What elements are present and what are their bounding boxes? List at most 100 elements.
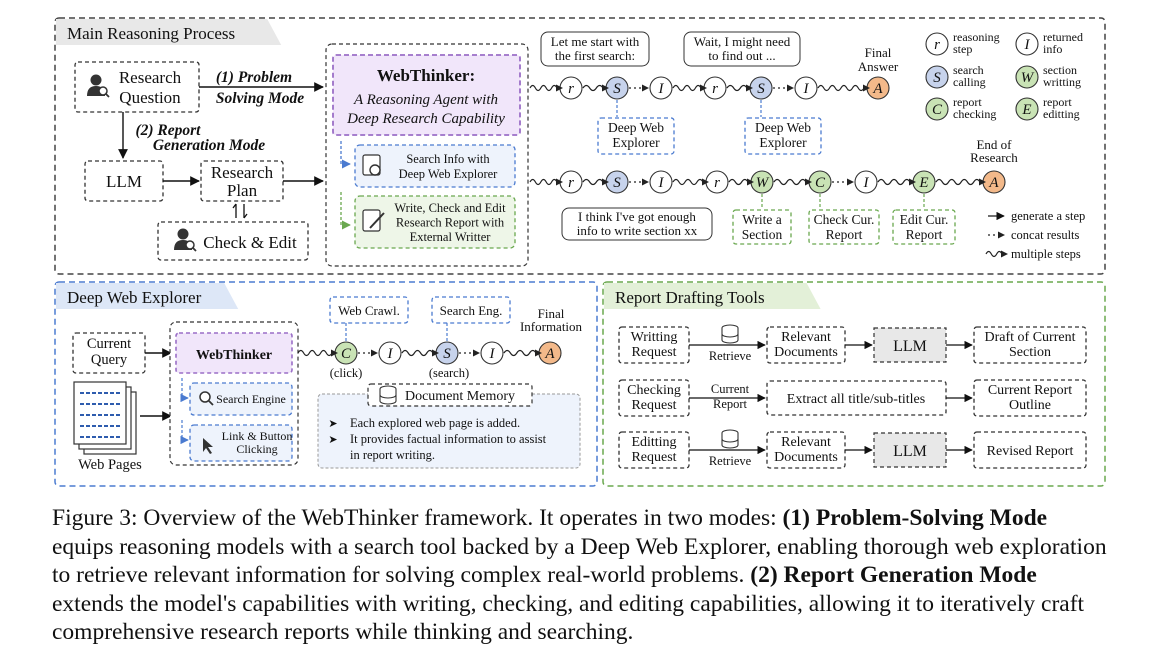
chain1-concat-head bbox=[787, 84, 794, 92]
branch-search-engine bbox=[180, 378, 189, 403]
final-answer-label: Answer bbox=[858, 59, 899, 74]
tool-branch-write bbox=[340, 192, 351, 230]
explorer-node-I bbox=[378, 341, 402, 365]
report-drafting-section-tab bbox=[604, 283, 821, 309]
research-question-box bbox=[74, 61, 200, 113]
node-symbol: S bbox=[613, 81, 621, 97]
node-symbol: S bbox=[443, 346, 451, 362]
check-edit-label: Check & Edit bbox=[203, 233, 297, 252]
bubble-enough-info-text: info to write section xx bbox=[577, 223, 698, 238]
chain1-steps bbox=[529, 84, 558, 92]
webthinker-subtitle: Deep Research Capability bbox=[346, 111, 505, 127]
output-label-1: Outline bbox=[1009, 398, 1051, 413]
web-pages-label: Web Pages bbox=[78, 457, 142, 473]
chain2-steps-head bbox=[909, 178, 916, 186]
docs-label-0: Relevant bbox=[781, 330, 831, 345]
research-question-label: Research bbox=[119, 68, 182, 87]
legend-label-S: calling bbox=[953, 75, 986, 89]
node-symbol: I bbox=[658, 81, 665, 97]
deep-web-explorer-section-tab bbox=[56, 283, 239, 309]
node-symbol: A bbox=[544, 346, 555, 362]
request-label-0: Request bbox=[631, 345, 676, 360]
retrieve-label-0: Retrieve bbox=[709, 349, 752, 363]
search-icon bbox=[199, 391, 211, 403]
search-label: (search) bbox=[429, 366, 469, 380]
node-symbol: r bbox=[714, 175, 720, 191]
end-of-research-label: End of bbox=[976, 137, 1012, 152]
research-question-label: Question bbox=[119, 88, 181, 107]
search-engine-box bbox=[189, 382, 293, 416]
write-pen-icon bbox=[369, 212, 385, 229]
explorer-steps-head bbox=[331, 349, 338, 357]
node-symbol: W bbox=[756, 175, 770, 191]
web-page-front bbox=[73, 381, 127, 445]
dwe-box-2 bbox=[744, 117, 822, 155]
research-plan-label: Plan bbox=[227, 181, 258, 200]
chain2-steps-head bbox=[602, 178, 609, 186]
llm-tool-box-0 bbox=[873, 327, 947, 363]
edit-report-label: Report bbox=[906, 227, 943, 242]
legend-label-C: checking bbox=[953, 107, 996, 121]
retrieve-db-icon-ring bbox=[721, 333, 739, 338]
chain2-steps bbox=[773, 178, 807, 186]
explorer-concat-head bbox=[371, 349, 378, 357]
tool-branch-search bbox=[340, 141, 351, 169]
bubble-first-search bbox=[540, 31, 650, 67]
node-symbol: A bbox=[872, 81, 883, 97]
user-search-icon-handle bbox=[105, 93, 110, 98]
llm-tool-label-2: LLM bbox=[893, 443, 927, 460]
node-symbol: I bbox=[803, 81, 810, 97]
bubble-enough-info-text: I think I've got enough bbox=[578, 209, 696, 224]
deep-web-explorer-section-title: Deep Web Explorer bbox=[67, 288, 202, 307]
chain1-node-I bbox=[794, 76, 818, 100]
bubble-find-out-text: to find out ... bbox=[708, 48, 775, 63]
check-report-box bbox=[808, 209, 880, 245]
request-label-2: Request bbox=[631, 450, 676, 465]
legend-label-r: reasoning bbox=[953, 30, 1000, 44]
node-symbol: W bbox=[1021, 70, 1035, 86]
legend-node-S bbox=[925, 65, 949, 89]
user-check-icon bbox=[177, 228, 189, 240]
current-report-label-1: Current bbox=[711, 382, 750, 396]
node-symbol: I bbox=[1024, 37, 1031, 53]
dwe-box-1-label: Explorer bbox=[612, 135, 660, 150]
caption-bold-1: (1) Problem-Solving Mode bbox=[782, 505, 1048, 531]
explorer-webthinker-box bbox=[175, 332, 293, 374]
legend-label-r: step bbox=[953, 42, 972, 56]
write-section-box bbox=[732, 209, 792, 245]
search-tool-label: Deep Web Explorer bbox=[399, 167, 499, 181]
legend-steps-label: multiple steps bbox=[1011, 247, 1081, 261]
chain2-steps bbox=[728, 178, 749, 186]
legend-node-I bbox=[1015, 32, 1039, 56]
database-icon-ring bbox=[379, 394, 397, 399]
extract-label-1: Extract all title/sub-titles bbox=[787, 392, 925, 407]
chain2-steps bbox=[935, 178, 981, 186]
deep-web-explorer-section bbox=[54, 281, 598, 487]
node-symbol: E bbox=[918, 175, 928, 191]
request-label-0: Writting bbox=[631, 330, 678, 345]
docs-label-2: Documents bbox=[774, 450, 838, 465]
search-doc-icon-lens bbox=[369, 164, 381, 176]
chain1-steps bbox=[817, 84, 865, 92]
node-symbol: r bbox=[568, 175, 574, 191]
write-section-label: Write a bbox=[742, 212, 782, 227]
explorer-steps bbox=[401, 349, 434, 357]
chain2-steps-head bbox=[747, 178, 754, 186]
explorer-steps bbox=[503, 349, 537, 357]
llm-tool-box-2 bbox=[873, 432, 947, 468]
write-tool-label: External Writter bbox=[410, 230, 492, 244]
legend-node-W bbox=[1015, 65, 1039, 89]
current-query-label: Query bbox=[91, 352, 128, 368]
node-symbol: S bbox=[613, 175, 621, 191]
chain2-steps-head bbox=[702, 178, 709, 186]
end-of-research-label: Research bbox=[970, 150, 1018, 165]
branch-link-click bbox=[180, 420, 189, 445]
search-eng-label: Search Eng. bbox=[440, 303, 503, 318]
output-label-2: Revised Report bbox=[987, 444, 1074, 459]
memory-bullet: Each explored web page is added. bbox=[350, 416, 520, 430]
llm-tool-label-0: LLM bbox=[893, 338, 927, 355]
memory-bullet: in report writing. bbox=[350, 448, 435, 462]
bullet-icon: ➤ bbox=[328, 434, 337, 446]
node-symbol: r bbox=[934, 37, 940, 53]
